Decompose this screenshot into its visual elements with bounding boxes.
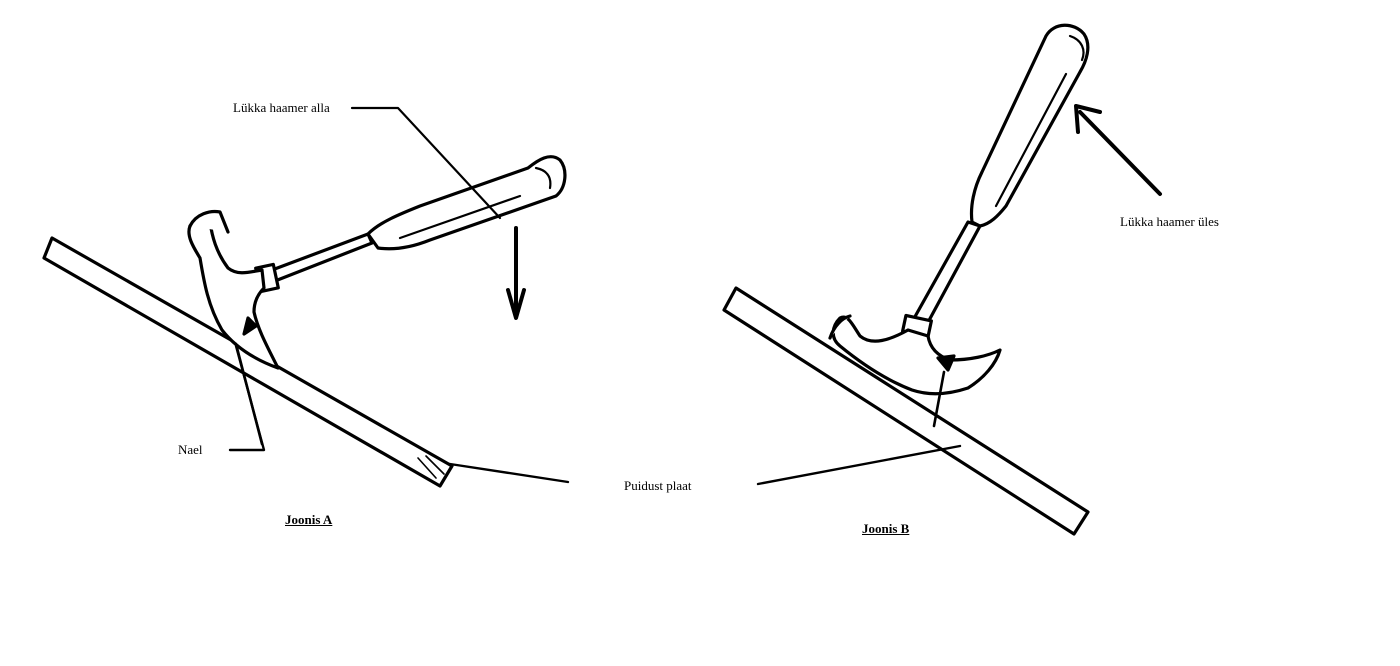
caption-figure-a: Joonis A — [285, 512, 333, 527]
hammer-b-grip-detail — [994, 34, 1085, 208]
arrow-up-head — [1074, 104, 1102, 134]
hammer-a-head — [187, 216, 280, 370]
wood-board-a — [42, 236, 454, 488]
hammer-b-head — [831, 315, 1002, 396]
leader-wood-b — [756, 444, 962, 486]
hammer-b-grip — [969, 23, 1090, 228]
figure-a — [42, 106, 570, 488]
label-nail: Nael — [178, 442, 203, 457]
hammer-b-face — [828, 314, 852, 340]
figure-b — [722, 23, 1162, 536]
leader-wood-a — [448, 462, 570, 484]
arrow-up-shaft — [1078, 110, 1162, 196]
nail-b-shaft — [932, 370, 946, 428]
caption-figure-b: Joonis B — [862, 521, 910, 536]
board-a-end-hatch — [417, 455, 445, 479]
wood-board-b — [722, 286, 1090, 536]
hammer-a-grip — [366, 155, 567, 251]
hammer-a-grip-detail — [398, 166, 552, 240]
hammer-a-face — [188, 209, 230, 234]
leader-nail — [228, 344, 266, 452]
label-push-up: Lükka haamer üles — [1120, 214, 1219, 229]
leader-push-a — [350, 106, 502, 220]
label-wood-board: Puidust plaat — [624, 478, 692, 493]
hammer-a-claw-shade — [242, 316, 258, 336]
arrow-down-head — [506, 288, 526, 320]
hammer-b-handle — [910, 220, 982, 328]
label-push-down: Lükka haamer alla — [233, 100, 330, 115]
hammer-b-claw-shade — [936, 354, 956, 372]
hammer-a-handle — [270, 232, 374, 283]
